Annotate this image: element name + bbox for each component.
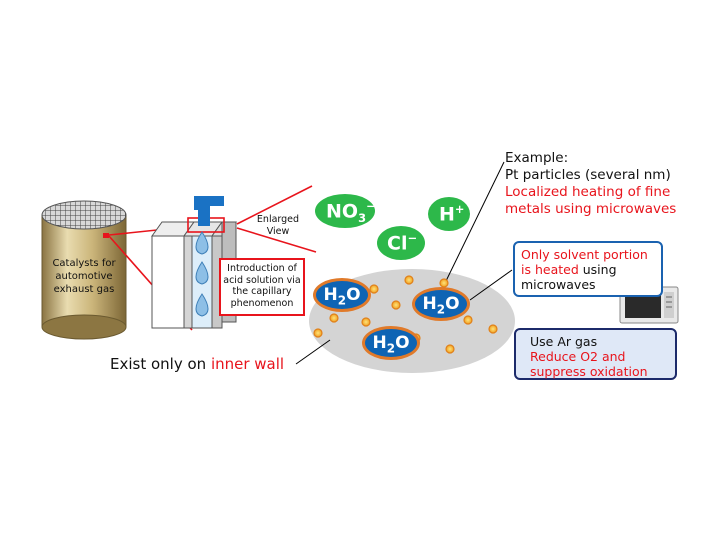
cl-ion-label: Cl− bbox=[387, 231, 418, 255]
inner-wall-black-text: Exist only on bbox=[110, 355, 211, 373]
example-text-block: Example: Pt particles (several nm) Local… bbox=[505, 150, 676, 218]
solvent-heating-red-text: Only solvent portion is heated bbox=[521, 247, 648, 277]
cl-ion-blob bbox=[377, 226, 425, 260]
reduce-o2-line: Reduce O2 and suppress oxidation bbox=[530, 349, 648, 379]
solvent-heating-callout: Only solvent portion is heated using mic… bbox=[513, 241, 663, 297]
catalyst-highlight-marker bbox=[103, 233, 109, 238]
h-ion-blob bbox=[428, 197, 470, 231]
h-ion-label: H+ bbox=[439, 202, 465, 226]
h2o-molecule: H2O bbox=[412, 287, 470, 321]
catalyst-cylinder bbox=[41, 200, 127, 340]
no3-ion-blob bbox=[315, 194, 375, 228]
example-pt-particles: Pt particles (several nm) bbox=[505, 167, 671, 183]
example-heading: Example: bbox=[505, 150, 569, 166]
ar-gas-box: Use Ar gas Reduce O2 and suppress oxidat… bbox=[514, 328, 677, 380]
inner-wall-caption: Exist only on inner wall bbox=[110, 355, 284, 373]
no3-ion-label: NO3− bbox=[326, 199, 376, 226]
h2o-molecule: H2O bbox=[313, 278, 371, 312]
ar-gas-line: Use Ar gas bbox=[530, 334, 598, 349]
faucet-icon bbox=[194, 196, 224, 226]
catalyst-label: Catalysts for automotive exhaust gas bbox=[52, 258, 116, 295]
example-heating-line2: metals using microwaves bbox=[505, 201, 677, 217]
inner-wall-red-text: inner wall bbox=[210, 355, 285, 373]
example-heating-line1: Localized heating of fine bbox=[505, 184, 671, 200]
droplets bbox=[195, 231, 209, 317]
enlarged-view-label: Enlarged View bbox=[256, 214, 300, 237]
solvent-heating-black-text: using microwaves bbox=[521, 262, 617, 292]
acid-introduction-box: Introduction of acid solution via the ca… bbox=[219, 258, 305, 316]
pointer-lines bbox=[295, 161, 513, 365]
h2o-molecule: H2O bbox=[362, 326, 420, 360]
